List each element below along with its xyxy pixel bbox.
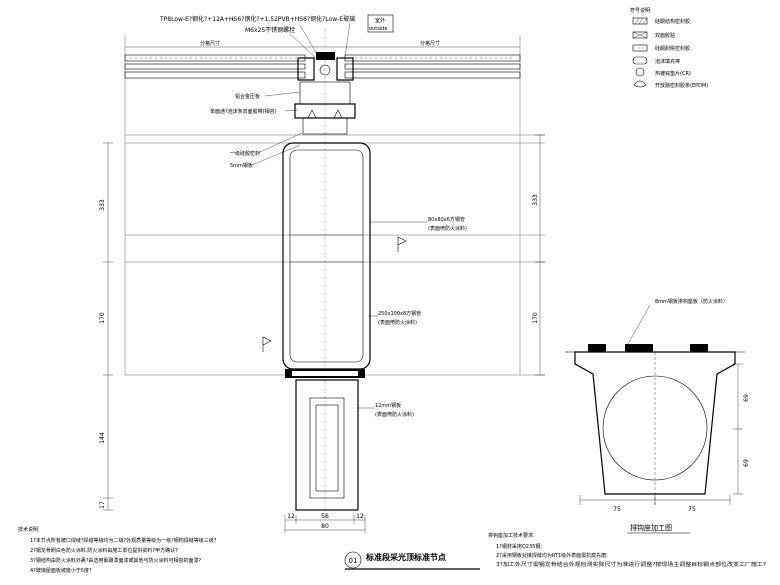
callout-gasket: 单面通?泡沫条双面胶带(相容): [210, 108, 277, 115]
tech-notes-title: 技术说明:: [18, 526, 40, 533]
bolt-note: M6x25不锈钢螺栓: [245, 26, 295, 34]
steel-tube-250x100: [282, 142, 371, 370]
legend-title: 符号说明:: [630, 7, 652, 14]
top-dim-right: 分格尺寸: [420, 40, 440, 47]
left-dimensions: [103, 142, 113, 511]
gasket-icon: [633, 80, 647, 88]
skylight-grid: [124, 28, 545, 520]
bottom-dimensions: [284, 515, 366, 533]
detail-note-1: 1?钢材采用Q235钢;: [496, 543, 542, 550]
right-dimensions: [535, 134, 545, 376]
callout-plate-8: 8mm钢板排钩座板（防火涂料）: [655, 298, 728, 305]
main-title: 01 标准段采光顶标准节点: [344, 551, 480, 570]
hook-seat-detail: [565, 304, 745, 505]
dim-bottom-80: 80: [321, 523, 329, 530]
dim-right-333: 333: [532, 194, 539, 206]
circle-icon: [635, 67, 645, 77]
top-dim-left: 分格尺寸: [200, 40, 220, 47]
title-text: 标准段采光顶标准节点: [365, 552, 446, 562]
dim-170: 170: [99, 312, 106, 324]
detail-note-2: 2?采用钢板对接焊缝均为RT1级外表面需抗腐先磨;: [496, 552, 608, 559]
title-number: 01: [349, 557, 358, 565]
legend: 符号说明: 硅酮结构密封胶 双面胶贴 硅酮耐候密封胶 泡沫填充棒 热镀锌垫片(C…: [630, 7, 708, 89]
legend-item-6: 开放融密封胶条(EPDM): [655, 82, 708, 89]
dim-bottom-12b: 12: [356, 513, 364, 520]
detail-dim-h1: 75: [613, 506, 621, 513]
dim-144: 144: [99, 432, 106, 444]
callout-plate-12-sub: (表面喷防火涂料): [375, 411, 414, 418]
outside-cn: 室外: [375, 17, 385, 24]
detail-notes-title: 排钩座加工技术要求:: [488, 532, 535, 539]
dim-333: 333: [99, 199, 106, 211]
leader-glass: [299, 24, 319, 57]
legend-item-5: 热镀锌垫片(CR): [655, 70, 691, 77]
outside-box: [367, 14, 394, 33]
foam-bar-icon: [632, 56, 648, 65]
detail-dim-v1: 69: [743, 394, 750, 402]
detail-dim-v2: 69: [743, 459, 750, 467]
glass-spec-note: TP8Low-E?钢化?+12A+HS6?钢化?+1.52PVB+HS6?钢化?…: [159, 15, 355, 23]
tech-note-1: 1?本节点所有被口焊缝?焊缝等级均为二级?外观质量等级为一级?钢构焊缝等级三级?: [30, 537, 217, 544]
callout-tube-250-sub: (表面喷防火涂料): [378, 319, 417, 326]
callout-aluminum: 铝合金压板: [235, 93, 260, 100]
callout-sealant: 一级硅胶密封: [230, 150, 260, 157]
leader-bolt: [289, 33, 319, 61]
detail-title: 排钩座加工图: [630, 523, 672, 532]
callout-tube-80: 80x80x6方钢管: [428, 216, 465, 223]
aluminum-clamp: [294, 52, 356, 135]
callout-tube-80-sub: (表面喷防火涂料): [428, 225, 467, 232]
dim-right-170: 170: [532, 312, 539, 324]
detail-note-3: 3?加工外尺寸需钢龙骨结合外观检测实际尺寸为准进行调整?按现场主调整目标钢点部位…: [496, 561, 766, 568]
hatch-box-icon: [632, 17, 648, 25]
legend-item-4: 泡沫填充棒: [655, 58, 680, 65]
dim-17: 17: [99, 501, 106, 509]
dot-box-icon: [632, 44, 648, 52]
callout-tube-250: 250x100x8方钢管: [378, 310, 421, 317]
legend-item-3: 硅酮耐候密封胶: [655, 45, 690, 52]
cross-box-icon: [632, 31, 648, 39]
tech-note-4: 4?玻璃屋面板坡度小于5度?: [30, 567, 92, 574]
flag-markers: [262, 236, 407, 352]
callout-plate-5: 5mm钢板: [230, 162, 253, 169]
tech-note-2: 2?钢龙骨刷白色防火涂料,防火涂料由施工单位提供资料?甲方确认?: [30, 547, 178, 554]
dim-bottom-12a: 12: [287, 513, 295, 520]
leader-glass-2: [344, 22, 351, 57]
callout-plate-12: 12mm钢板: [375, 402, 401, 409]
base-assembly: [285, 369, 365, 511]
tech-note-3: 3?钢结构由防火涂料外裹?由选用氟碳漆面漆或其他与防火涂料可相容的面漆?: [30, 557, 201, 564]
legend-item-2: 双面胶贴: [655, 32, 675, 39]
outside-en: outside: [369, 26, 387, 32]
legend-item-1: 硅酮结构密封胶: [655, 18, 690, 25]
detail-dim-h2: 75: [688, 506, 696, 513]
dim-bottom-56: 56: [321, 513, 329, 520]
